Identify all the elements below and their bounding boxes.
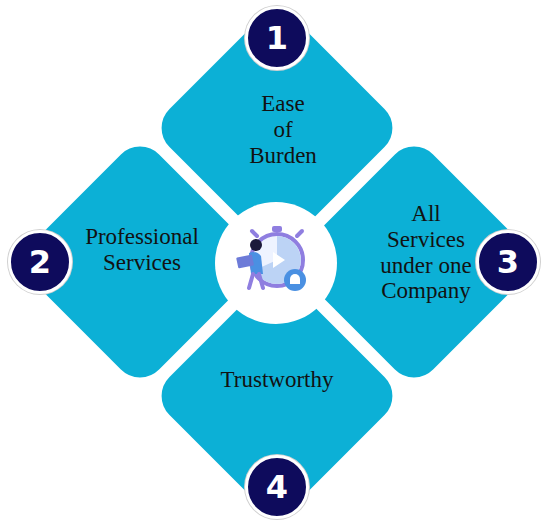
- laptop: [236, 254, 254, 268]
- center-illustration-svg: [213, 200, 339, 326]
- feature-label: All Services under one Company: [376, 201, 476, 304]
- diamond-fill: [149, 268, 405, 522]
- bell-circle: [284, 269, 306, 291]
- person-head: [250, 239, 262, 251]
- stopwatch-button: [297, 231, 302, 236]
- stopwatch-button: [252, 231, 257, 236]
- bell-icon: [290, 274, 300, 284]
- center-circle: [215, 202, 337, 324]
- center-illustration: [213, 200, 339, 326]
- feature-label: Ease of Burden: [249, 91, 317, 168]
- person-legs: [249, 274, 263, 288]
- feature-label: Professional Services: [67, 224, 217, 276]
- play-icon: [273, 252, 285, 268]
- stopwatch-crown: [272, 226, 282, 232]
- feature-label: Trustworthy: [202, 367, 352, 393]
